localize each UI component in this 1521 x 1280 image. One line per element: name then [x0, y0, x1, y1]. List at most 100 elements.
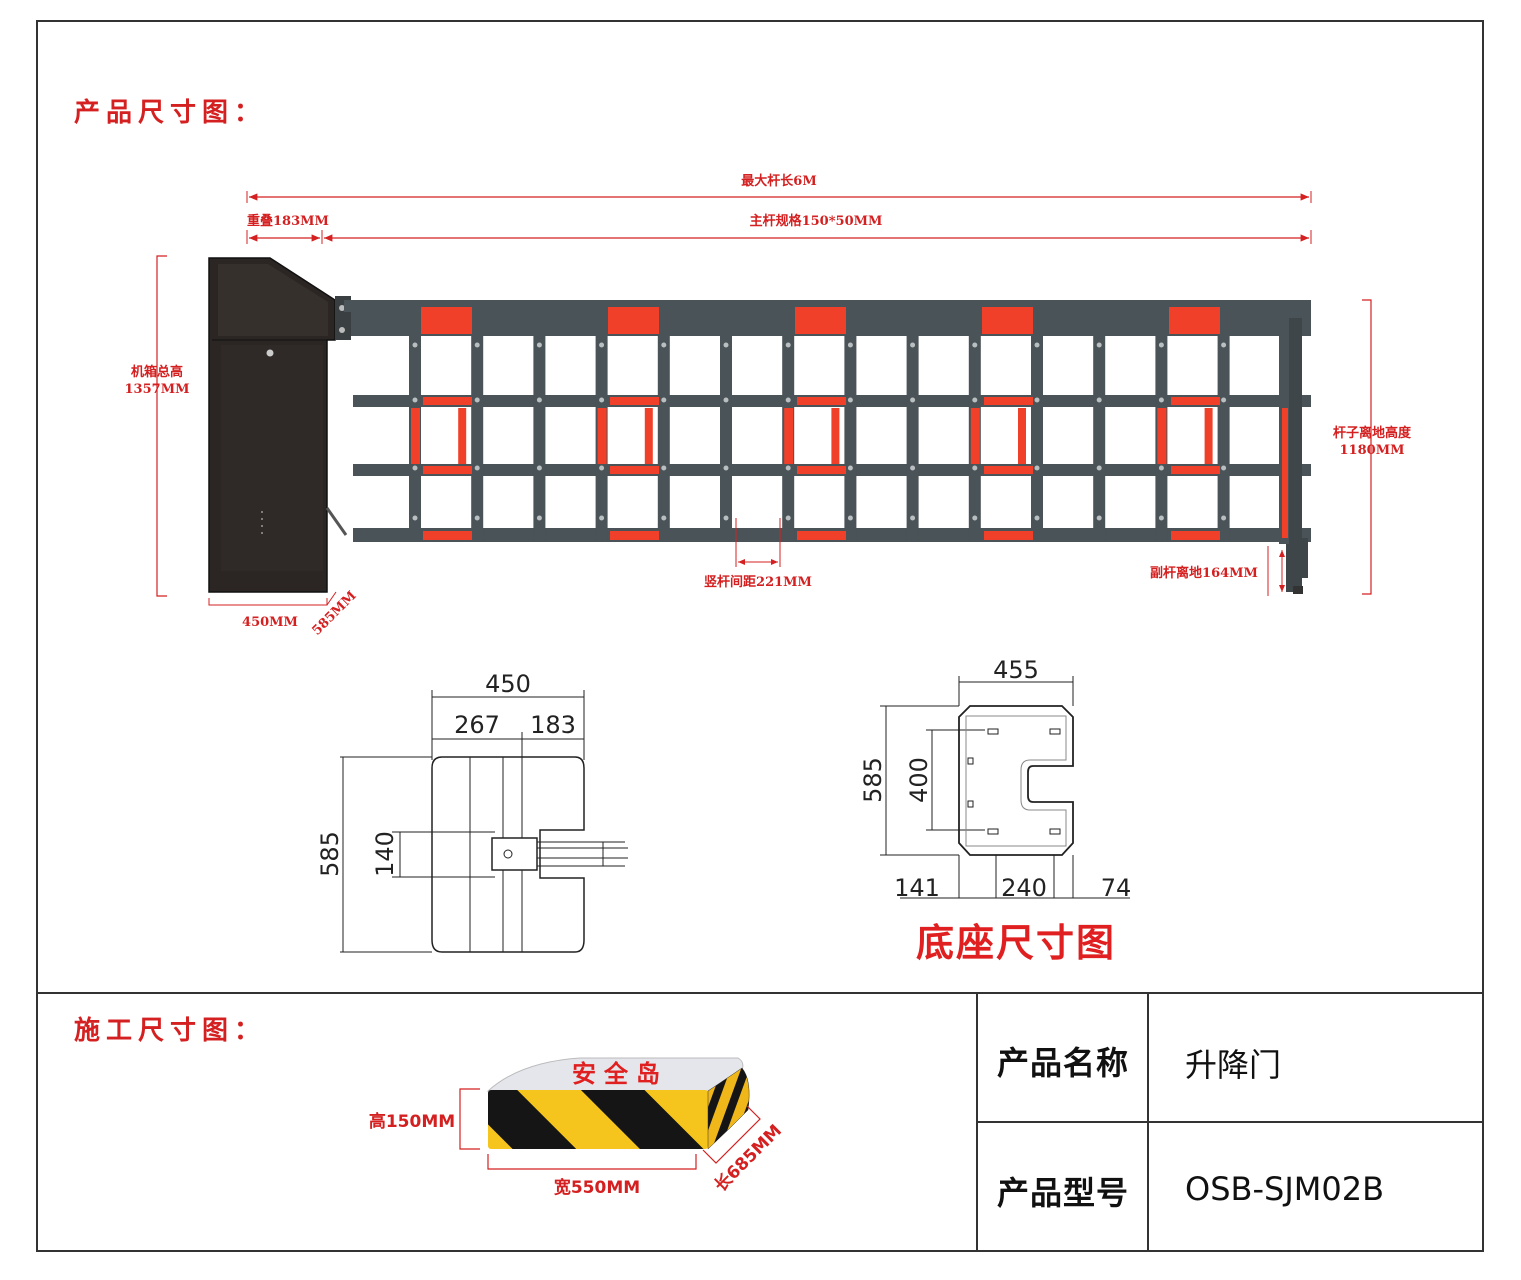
- product-model-label: 产品型号: [997, 1174, 1130, 1212]
- vertical-reflector: [784, 408, 794, 464]
- island-label: 安全岛: [572, 1060, 668, 1088]
- bolt: [1096, 342, 1102, 348]
- bolt: [1096, 465, 1102, 471]
- bar-reflector: [423, 397, 472, 405]
- vertical-reflector: [411, 408, 420, 464]
- bar-reflector: [423, 531, 472, 540]
- bar-reflector: [1171, 397, 1220, 405]
- vertical-bar: [1217, 336, 1230, 542]
- vertical-bar: [471, 336, 484, 542]
- bolt: [910, 515, 916, 521]
- vertical-bar: [1093, 336, 1106, 542]
- bolt: [536, 397, 542, 403]
- bolt: [1034, 342, 1040, 348]
- vertical-reflector: [831, 408, 840, 464]
- bolt: [1034, 515, 1040, 521]
- bar-reflector: [797, 531, 846, 540]
- vertical-bar: [1031, 336, 1043, 542]
- bolt: [474, 342, 480, 348]
- product-name-value: 升降门: [1185, 1046, 1282, 1084]
- bolt: [723, 465, 729, 471]
- main-arm-spec-label: 主杆规格150*50MM: [750, 213, 883, 229]
- bolt: [972, 342, 978, 348]
- arm-height-dimension: 杆子离地高度 1180MM: [1333, 299, 1412, 595]
- vertical-reflector: [1204, 408, 1213, 464]
- bolt: [536, 515, 542, 521]
- bar-reflector: [610, 531, 659, 540]
- bolt: [785, 515, 791, 521]
- bolt: [972, 397, 978, 403]
- bolt: [599, 515, 605, 521]
- max-length-dimension: 最大杆长6M: [246, 173, 1312, 203]
- sub-arm-height-label: 副杆离地164MM: [1150, 565, 1258, 581]
- cabinet-height-label-1: 机箱总高: [131, 364, 183, 380]
- bolt: [599, 397, 605, 403]
- bolt: [1221, 342, 1227, 348]
- base-seg-3: 74: [1101, 874, 1132, 902]
- top-depth: 585: [316, 831, 344, 877]
- bolt: [847, 397, 853, 403]
- vertical-bar: [533, 336, 546, 542]
- bolt: [599, 465, 605, 471]
- sub-arm-height-dimension: 副杆离地164MM: [1150, 546, 1285, 596]
- bolt: [412, 342, 418, 348]
- cabinet-height-dimension: 机箱总高 1357MM: [125, 255, 190, 597]
- bolt: [412, 397, 418, 403]
- bolt: [1096, 397, 1102, 403]
- bolt: [1158, 515, 1164, 521]
- bolt: [661, 465, 667, 471]
- vertical-spacing-dimension: 竖杆间距221MM: [704, 518, 812, 590]
- arm-reflector: [795, 307, 846, 334]
- construction-title: 施工尺寸图：: [74, 1016, 267, 1046]
- main-arm-dimension: 主杆规格150*50MM: [324, 213, 1312, 244]
- bolt: [723, 397, 729, 403]
- bar-reflector: [984, 466, 1033, 474]
- product-name-label: 产品名称: [997, 1044, 1130, 1082]
- bolt: [412, 515, 418, 521]
- bar-reflector: [797, 466, 846, 474]
- base-seg-1: 141: [894, 874, 940, 902]
- gate-arm-grid: [344, 300, 1311, 594]
- top-right-width: 183: [530, 711, 576, 739]
- base-dim-title: 底座尺寸图: [916, 921, 1117, 965]
- vertical-reflector: [458, 408, 467, 464]
- vertical-reflector: [1157, 408, 1167, 464]
- bolt: [972, 515, 978, 521]
- bolt: [910, 397, 916, 403]
- bolt: [412, 465, 418, 471]
- top-left-width: 267: [454, 711, 500, 739]
- vertical-reflector: [1018, 408, 1026, 464]
- vertical-reflector: [970, 408, 980, 464]
- bolt: [661, 515, 667, 521]
- vertical-spacing-label: 竖杆间距221MM: [704, 574, 812, 590]
- arm-reflector: [982, 307, 1033, 334]
- top-arm-width: 140: [371, 831, 399, 877]
- arm-height-label-1: 杆子离地高度: [1333, 425, 1412, 441]
- overlap-dimension: 重叠183MM: [246, 213, 329, 244]
- arm-reflector: [421, 307, 472, 334]
- arm-reflector: [608, 307, 659, 334]
- base-depth: 585: [859, 757, 887, 803]
- bolt: [723, 515, 729, 521]
- product-dim-title: 产品尺寸图：: [74, 98, 267, 128]
- bolt: [661, 397, 667, 403]
- bolt: [474, 515, 480, 521]
- bolt: [972, 465, 978, 471]
- bar-reflector: [610, 397, 659, 405]
- base-plate-view: 455 585 400 141 240 74: [859, 656, 1132, 902]
- vertical-bar: [844, 336, 857, 542]
- bolt: [536, 465, 542, 471]
- gate-cabinet: [208, 257, 351, 593]
- bar-reflector: [984, 397, 1033, 405]
- cabinet-height-label-2: 1357MM: [125, 382, 190, 397]
- bolt: [474, 397, 480, 403]
- bolt: [910, 342, 916, 348]
- bolt: [1158, 465, 1164, 471]
- base-width: 455: [993, 656, 1039, 684]
- max-arm-length-label: 最大杆长6M: [741, 173, 816, 189]
- base-inner: 400: [905, 757, 933, 803]
- bolt: [1221, 465, 1227, 471]
- base-seg-2: 240: [1001, 874, 1047, 902]
- bar-reflector: [1171, 466, 1220, 474]
